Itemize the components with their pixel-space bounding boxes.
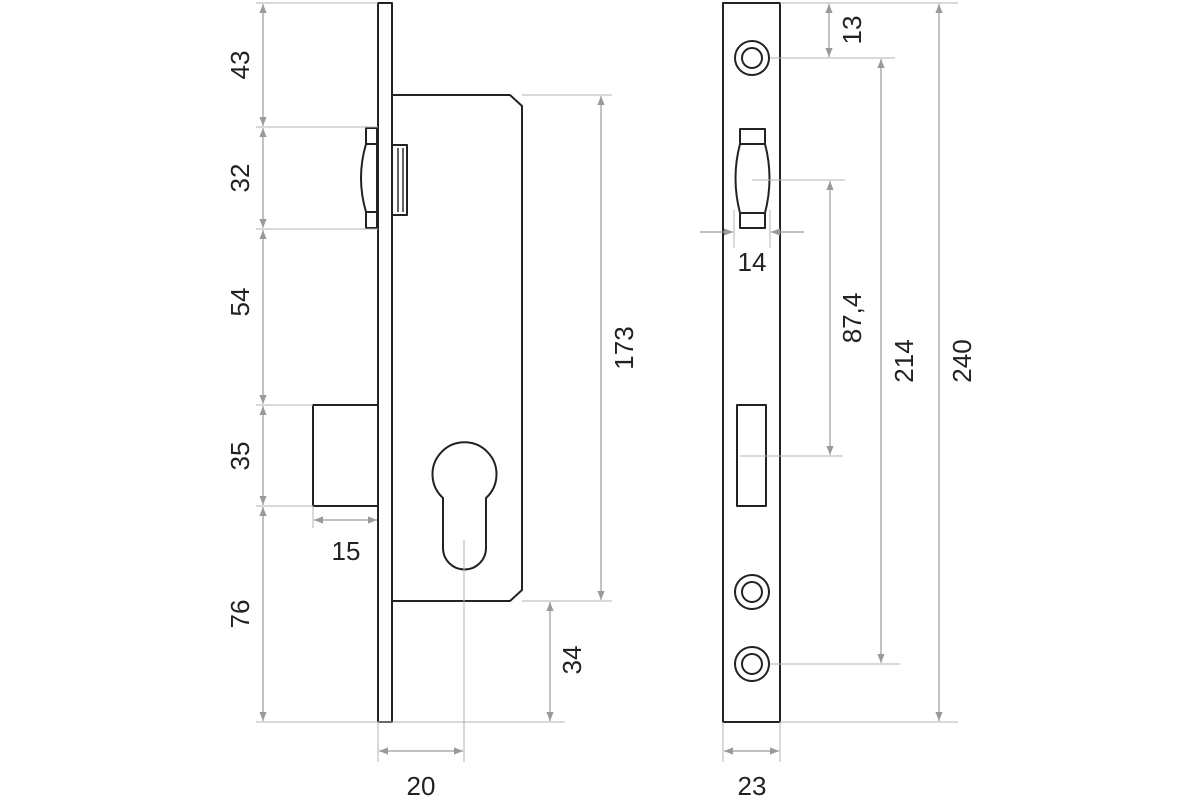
screw-hole-bottom (734, 646, 770, 682)
cylinder-cutout (431, 441, 498, 571)
front-view (722, 2, 781, 723)
dim-backset-label: 20 (407, 771, 436, 800)
screw-hole-middle (734, 574, 770, 610)
deadbolt (312, 404, 379, 507)
side-view-labels: 43 32 54 35 76 173 34 15 20 (225, 51, 639, 800)
dim-bolt-height-label: 35 (225, 442, 255, 471)
screw-hole-top (734, 40, 770, 76)
faceplate-edge (377, 2, 393, 723)
dim-latch-to-bolt-label: 54 (225, 288, 255, 317)
lock-case (391, 94, 523, 602)
dim-screw-spacing-label: 214 (889, 339, 919, 382)
dim-bolt-to-bottom-label: 76 (225, 600, 255, 629)
dim-latch-height-label: 32 (225, 164, 255, 193)
dim-latch-width-label: 14 (738, 247, 767, 277)
dim-screw-offset-label: 13 (837, 16, 867, 45)
dim-cylinder-to-bottom-label: 34 (557, 646, 587, 675)
dim-centre-distance-label: 87,4 (837, 293, 867, 344)
dim-faceplate-width-label: 23 (738, 771, 767, 800)
front-view-labels: 13 87,4 214 240 14 23 (738, 16, 977, 800)
side-view (312, 2, 523, 723)
dim-case-height-label: 173 (609, 326, 639, 369)
faceplate (722, 2, 781, 723)
side-view-extension-lines (256, 2, 612, 762)
side-view-dimension-lines (259, 4, 605, 755)
front-view-dimension-lines (700, 4, 943, 755)
dim-faceplate-length-label: 240 (947, 339, 977, 382)
latch-bolt (360, 127, 408, 229)
dim-bolt-throw-label: 15 (332, 536, 361, 566)
dim-top-offset-label: 43 (225, 51, 255, 80)
front-view-extension-lines (722, 2, 958, 762)
latch-front (734, 128, 771, 229)
